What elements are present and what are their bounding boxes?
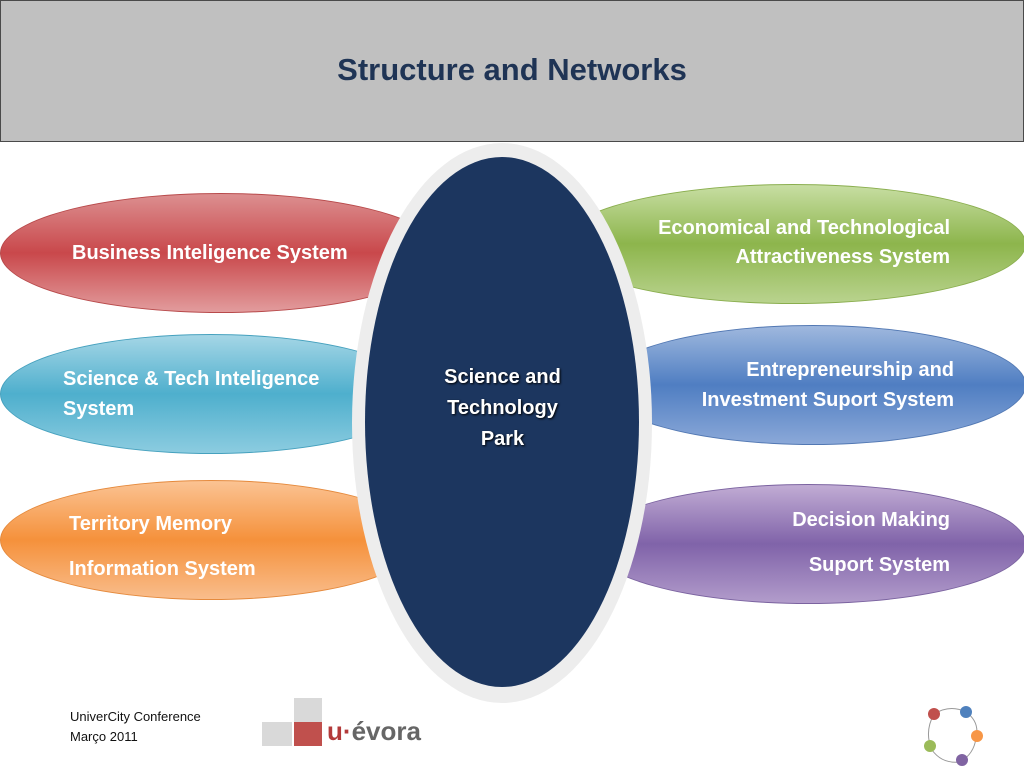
center-line-2: Technology — [447, 397, 558, 419]
decision-line-1: Decision Making — [792, 509, 950, 531]
logo-name: évora — [351, 716, 421, 746]
economical-line-2: Attractiveness System — [735, 246, 950, 268]
logo-dot: · — [342, 716, 352, 746]
economical-attractiveness-pill — [560, 184, 1024, 304]
economical-attractiveness-label: Economical and Technological Attractiven… — [630, 214, 950, 272]
footer-event: UniverCity Conference — [70, 709, 201, 724]
logo-u: u — [327, 716, 343, 746]
business-inteligence-label: Business Inteligence System — [72, 238, 348, 268]
science-tech-line-1: Science & Tech Inteligence — [63, 368, 320, 390]
logo-square-left — [262, 722, 292, 746]
entrepreneurship-line-2: Investment Suport System — [701, 389, 954, 411]
economical-line-1: Economical and Technological — [658, 217, 950, 239]
title-banner — [0, 0, 1024, 142]
science-technology-park-label: Science and Technology Park — [400, 362, 605, 455]
footer-date: Março 2011 — [70, 729, 138, 744]
territory-memory-label: Territory Memory Information System — [69, 502, 256, 592]
science-tech-inteligence-pill — [0, 334, 422, 454]
center-line-3: Park — [480, 428, 525, 450]
territory-memory-pill — [0, 480, 422, 600]
decision-making-label: Decision Making Suport System — [700, 498, 950, 588]
decision-making-pill — [590, 484, 1024, 604]
uevora-logo: u·évora — [262, 698, 432, 750]
logo-square-red — [294, 722, 322, 746]
science-tech-line-2: System — [63, 398, 135, 420]
logo-wordmark: u·évora — [327, 716, 421, 747]
network-circles-icon — [924, 706, 983, 766]
entrepreneurship-line-1: Entrepreneurship and — [746, 359, 954, 381]
footer-text: UniverCity Conference Março 2011 — [70, 707, 201, 747]
business-inteligence-line-1: Business Inteligence System — [72, 242, 348, 264]
science-technology-park-ellipse — [365, 157, 639, 687]
territory-line-2: Information System — [69, 558, 256, 580]
decision-line-2: Suport System — [808, 554, 950, 576]
logo-square-top — [294, 698, 322, 722]
entrepreneurship-label: Entrepreneurship and Investment Suport S… — [640, 355, 954, 415]
entrepreneurship-pill — [600, 325, 1024, 445]
slide-title: Structure and Networks — [337, 52, 687, 87]
territory-line-1: Territory Memory — [69, 513, 233, 535]
center-line-1: Science and — [444, 366, 561, 388]
science-tech-inteligence-label: Science & Tech Inteligence System — [63, 364, 319, 424]
